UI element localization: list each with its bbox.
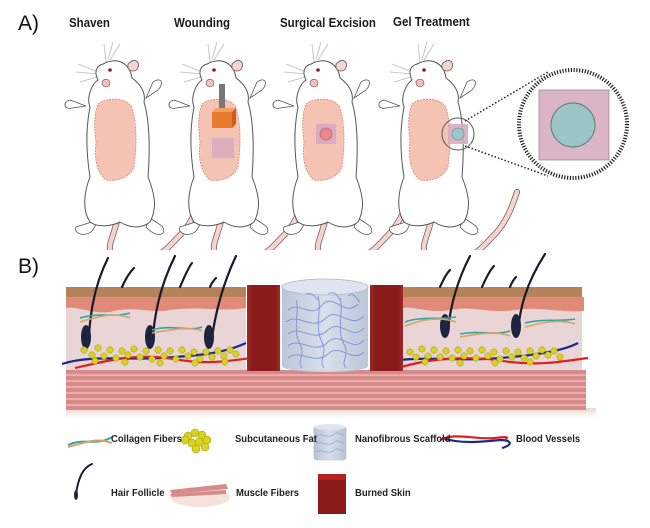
collagen-fibers-icon	[67, 436, 113, 448]
skin-block-left	[66, 287, 246, 387]
panel-a-illustration	[0, 0, 629, 250]
heating-block	[212, 112, 232, 128]
panel-b-label: B)	[18, 255, 39, 278]
legend-label-hair-follicle: Hair Follicle	[111, 487, 165, 499]
collagen-fibers	[79, 312, 576, 338]
burned-skin-right	[370, 285, 403, 371]
legend-label-muscle-fibers: Muscle Fibers	[236, 487, 300, 499]
muscle-fibers-icon	[170, 484, 230, 507]
mouse-wounding	[169, 42, 307, 250]
hair-follicles-right	[438, 252, 547, 332]
subcutaneous-fat	[80, 344, 564, 367]
legend-label-blood-vessels: Blood Vessels	[516, 433, 581, 445]
muscle-layer	[66, 370, 586, 410]
nanofibrous-scaffold	[281, 278, 369, 372]
subcutaneous-fat-icon	[180, 428, 212, 454]
step-title-wounding: Wounding	[174, 16, 230, 30]
burned-skin-left	[247, 285, 280, 371]
panel-a-label: A)	[18, 12, 39, 35]
wound-area	[212, 138, 234, 158]
burned-skin-icon	[318, 474, 346, 514]
mouse-gel-treatment	[379, 42, 517, 250]
step-title-surgical-excision: Surgical Excision	[280, 16, 376, 30]
step-title-gel-treatment: Gel Treatment	[393, 15, 470, 29]
dermis-papillary	[66, 297, 246, 313]
excision-wound	[319, 127, 333, 141]
legend-label-burned-skin: Burned Skin	[355, 487, 411, 499]
hair-follicles-left	[86, 254, 238, 347]
legend-label-nanofibrous-scaffold: Nanofibrous Scaffold	[355, 433, 451, 445]
hair-follicle-icon	[74, 463, 93, 500]
callout-line-bottom	[464, 145, 549, 177]
heating-rod	[219, 84, 225, 114]
legend-label-subcutaneous-fat: Subcutaneous Fat	[235, 433, 317, 445]
hair-bulbs-left	[81, 325, 214, 349]
gel-zoom-callout	[517, 68, 629, 180]
step-title-shaven: Shaven	[69, 16, 110, 30]
skin-block-right	[402, 287, 584, 387]
blood-vessels	[61, 342, 589, 370]
mouse-surgical-excision	[273, 42, 411, 250]
mouse-shaven	[65, 42, 203, 250]
nanofibrous-scaffold-icon	[313, 424, 347, 461]
epidermis	[66, 287, 246, 299]
legend-label-collagen-fibers: Collagen Fibers	[111, 433, 182, 445]
